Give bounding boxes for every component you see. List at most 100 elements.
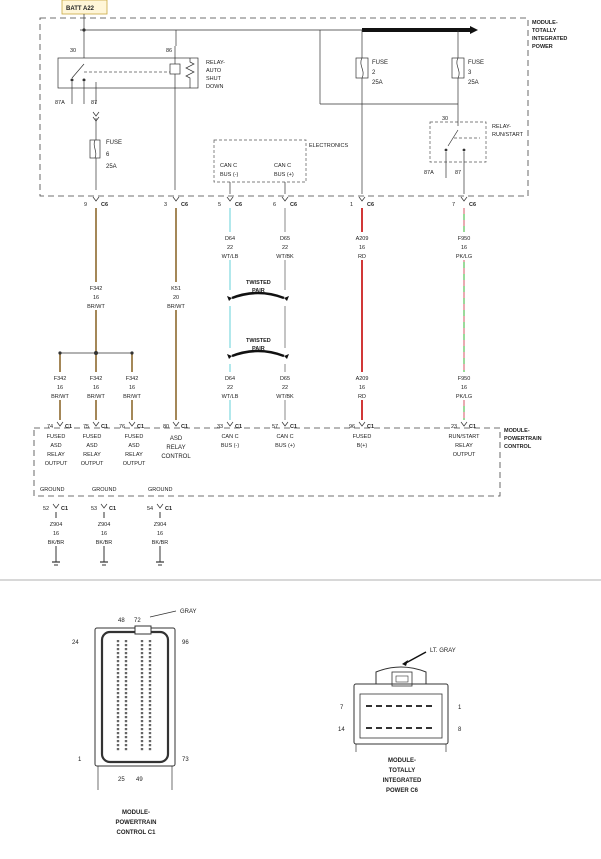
run-pin-87a: 87A xyxy=(424,170,434,176)
svg-text:POWERTRAIN: POWERTRAIN xyxy=(504,436,542,442)
tipm-c6-caption: MODULE- TOTALLY INTEGRATED POWER C6 xyxy=(383,758,422,794)
twisted-pair-upper: TWISTED PAIR xyxy=(227,280,289,301)
asd-relay-label: RELAY- AUTO SHUT DOWN xyxy=(206,60,225,90)
svg-text:MODULE-: MODULE- xyxy=(388,758,416,764)
asd-pin-87a: 87A xyxy=(55,100,65,106)
svg-text:BUS (+): BUS (+) xyxy=(275,443,295,449)
svg-text:MODULE-: MODULE- xyxy=(504,428,530,434)
pcm-c1-connector-view xyxy=(94,610,177,790)
svg-text:CONTROL: CONTROL xyxy=(161,454,191,460)
svg-text:C1: C1 xyxy=(181,424,188,430)
svg-text:7: 7 xyxy=(452,202,455,208)
pcm-c1-pin-96: 96 xyxy=(182,640,189,646)
svg-text:CONTROL: CONTROL xyxy=(504,444,532,450)
svg-text:9: 9 xyxy=(84,202,87,208)
svg-text:OUTPUT: OUTPUT xyxy=(45,461,68,467)
svg-text:F342: F342 xyxy=(54,376,67,382)
svg-text:16: 16 xyxy=(461,245,467,251)
run-pin-30: 30 xyxy=(442,116,448,122)
svg-text:WT/BK: WT/BK xyxy=(276,254,294,260)
svg-text:POWER: POWER xyxy=(532,44,553,50)
svg-text:74: 74 xyxy=(47,424,53,430)
svg-text:FUSED: FUSED xyxy=(353,434,372,440)
svg-text:F342: F342 xyxy=(126,376,139,382)
pcm-module-outline xyxy=(33,427,501,497)
svg-text:C1: C1 xyxy=(367,424,374,430)
svg-text:AUTO: AUTO xyxy=(206,68,222,74)
pcm-c1-caption: MODULE- POWERTRAIN CONTROL C1 xyxy=(116,810,157,836)
svg-text:C1: C1 xyxy=(65,424,72,430)
svg-text:FUSED: FUSED xyxy=(47,434,66,440)
svg-text:TWISTED: TWISTED xyxy=(246,338,271,344)
svg-text:OUTPUT: OUTPUT xyxy=(123,461,146,467)
tipm-module-outline xyxy=(39,17,529,197)
f342-splice xyxy=(58,351,134,355)
svg-text:TOTALLY: TOTALLY xyxy=(389,768,416,774)
can-bus-plus-internal: CAN C BUS (+) xyxy=(274,163,294,178)
svg-text:96: 96 xyxy=(349,424,355,430)
asd-pin-87: 87 xyxy=(91,100,97,106)
batt-label: BATT A22 xyxy=(66,6,95,12)
svg-text:D65: D65 xyxy=(280,236,290,242)
svg-text:BUS (-): BUS (-) xyxy=(221,443,240,449)
svg-text:RELAY: RELAY xyxy=(83,452,101,458)
svg-text:BR/WT: BR/WT xyxy=(87,304,105,310)
svg-text:TOTALLY: TOTALLY xyxy=(532,28,557,34)
svg-text:16: 16 xyxy=(129,385,135,391)
svg-text:OUTPUT: OUTPUT xyxy=(453,452,476,458)
svg-text:GROUND: GROUND xyxy=(92,487,116,493)
svg-text:C6: C6 xyxy=(469,202,476,208)
pcm-c1-pin-24: 24 xyxy=(72,640,79,646)
svg-text:C1: C1 xyxy=(165,506,172,512)
svg-text:75: 75 xyxy=(83,424,89,430)
twisted-pair-lower: TWISTED PAIR xyxy=(227,338,289,359)
svg-text:PAIR: PAIR xyxy=(252,346,265,352)
svg-text:B(+): B(+) xyxy=(357,443,368,449)
svg-text:1: 1 xyxy=(350,202,353,208)
svg-text:INTEGRATED: INTEGRATED xyxy=(383,778,422,784)
svg-text:BK/BR: BK/BR xyxy=(96,540,113,546)
svg-text:ASD: ASD xyxy=(50,443,61,449)
svg-text:25A: 25A xyxy=(372,80,383,86)
run-start-relay-label: RELAY- RUN/START xyxy=(492,124,524,138)
pcm-c1-color: GRAY xyxy=(180,609,197,615)
svg-text:WT/BK: WT/BK xyxy=(276,394,294,400)
svg-text:25A: 25A xyxy=(468,80,479,86)
svg-text:6: 6 xyxy=(273,202,276,208)
svg-text:16: 16 xyxy=(93,295,99,301)
fuse2-label: FUSE 2 25A xyxy=(372,60,388,86)
svg-text:Z904: Z904 xyxy=(98,522,111,528)
batt-box xyxy=(61,0,108,15)
run-pin-87: 87 xyxy=(455,170,461,176)
svg-text:SHUT: SHUT xyxy=(206,76,222,82)
svg-text:INTEGRATED: INTEGRATED xyxy=(532,36,567,42)
svg-text:C1: C1 xyxy=(137,424,144,430)
svg-text:16: 16 xyxy=(461,385,467,391)
svg-text:RELAY: RELAY xyxy=(47,452,65,458)
run-start-relay-box xyxy=(429,121,487,163)
svg-text:TWISTED: TWISTED xyxy=(246,280,271,286)
svg-text:C1: C1 xyxy=(235,424,242,430)
c6-pin-7: 7 C6 xyxy=(452,196,476,208)
svg-text:K51: K51 xyxy=(171,286,181,292)
